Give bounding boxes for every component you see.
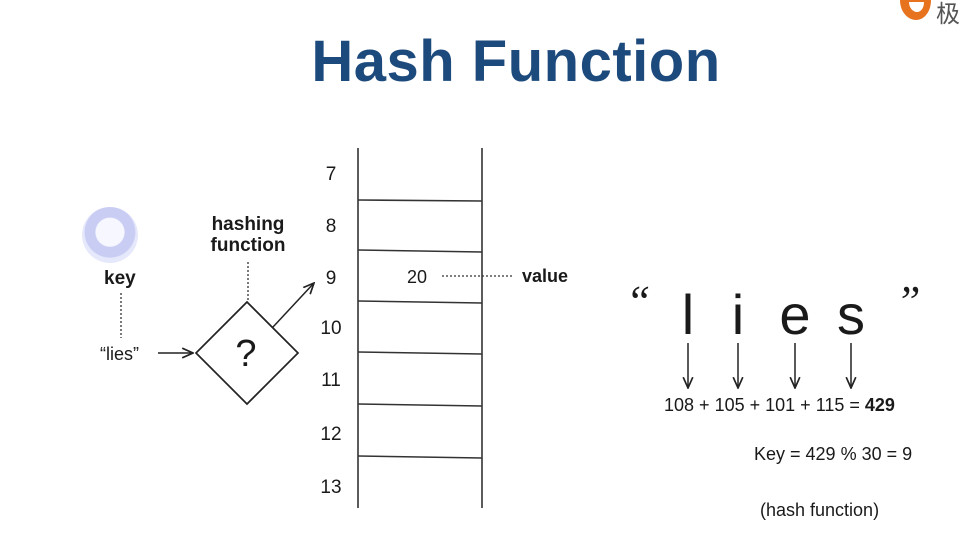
- letter-code: 101: [765, 395, 796, 415]
- table-row-divider: [357, 199, 483, 202]
- hashing-function-label: hashing function: [210, 214, 286, 256]
- function-symbol: ?: [235, 333, 257, 375]
- table-row-divider: [357, 249, 483, 253]
- hash-function-diamond: [194, 300, 300, 406]
- value-label: value: [522, 266, 569, 286]
- word-letter: s: [837, 283, 865, 346]
- ascii-sum-line: 108 + 105 + 101 + 115 = 429: [664, 395, 895, 415]
- table-index: 11: [321, 370, 341, 391]
- stored-value: 20: [407, 267, 428, 287]
- logo-text: 极: [936, 1, 960, 28]
- word-letter: l: [681, 283, 695, 346]
- table-row-divider: [357, 351, 483, 355]
- key-label: key: [104, 268, 136, 289]
- table-index: 13: [320, 477, 342, 498]
- hash-table: [357, 148, 483, 508]
- close-quote: ”: [896, 277, 921, 326]
- table-index: 7: [325, 164, 337, 185]
- table-index: 10: [320, 318, 342, 339]
- table-row-divider: [357, 300, 483, 304]
- letter-code: 108: [664, 395, 695, 415]
- open-quote: “: [626, 277, 651, 326]
- word-letter: i: [731, 283, 745, 346]
- table-index: 12: [320, 424, 342, 445]
- letter-code: 115: [815, 395, 845, 415]
- table-row-divider: [357, 403, 483, 407]
- table-index: 8: [325, 216, 337, 237]
- key-calculation: Key = 429 % 30 = 9: [754, 444, 913, 464]
- page-title: Hash Function: [311, 29, 721, 94]
- sum-total: 429: [864, 395, 895, 415]
- hash-function-note: (hash function): [760, 500, 880, 520]
- logo-icon: [900, 0, 931, 20]
- table-index: 9: [325, 268, 337, 289]
- word-letter: e: [779, 283, 811, 346]
- letter-arrows: [688, 343, 851, 388]
- table-row-divider: [357, 455, 483, 459]
- letter-code: 105: [714, 395, 745, 415]
- cursor-loading-icon: [82, 207, 138, 263]
- function-to-index-arrow: [272, 283, 314, 328]
- key-value: “lies”: [100, 344, 139, 364]
